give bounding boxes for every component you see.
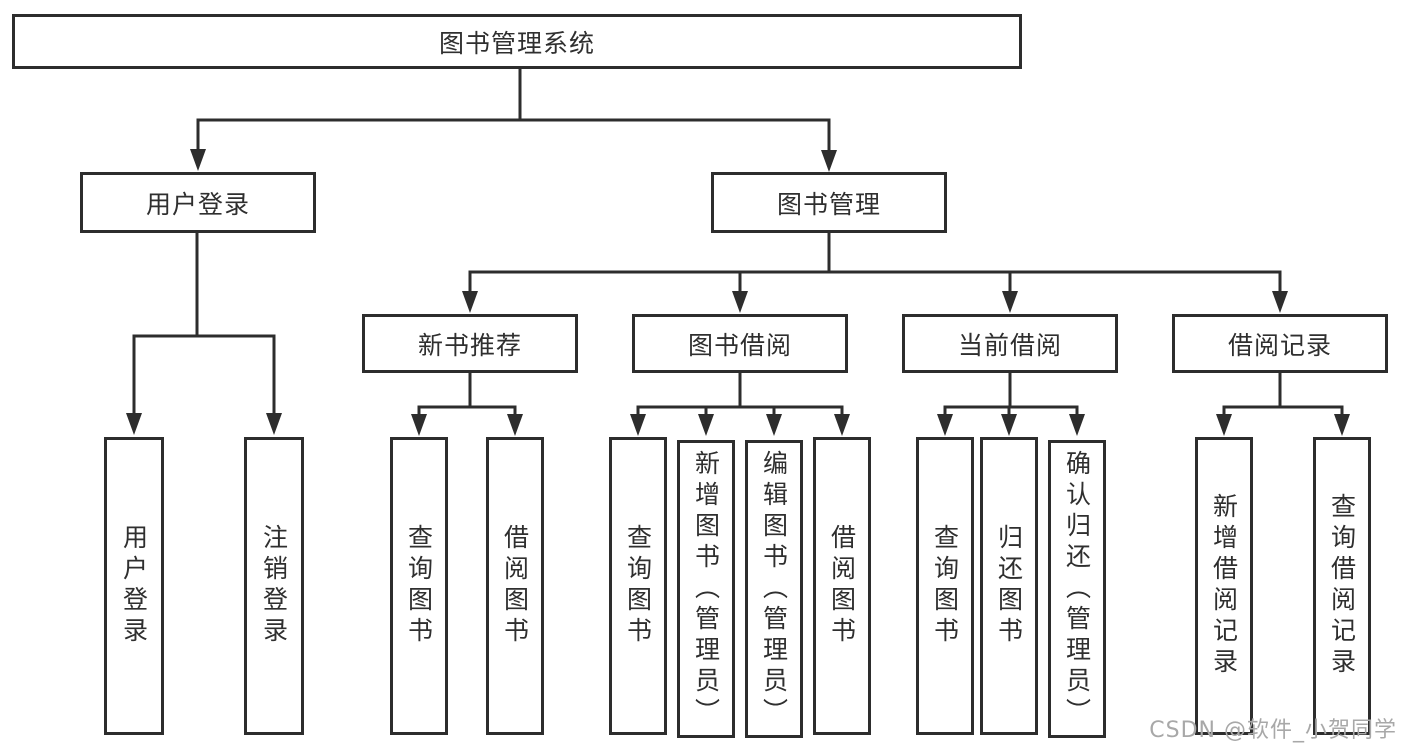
leaf-return-books: 归还图书 [980,437,1038,735]
leaf-edit-books-admin: 编辑图书（管理员） [745,440,803,738]
leaf-add-borrow-record: 新增借阅记录 [1195,437,1253,735]
leaf-logout-login: 注销登录 [244,437,304,735]
node-label: 图书管理 [776,189,881,219]
node-new-book-recommendation: 新书推荐 [362,314,578,373]
node-label: 用户登录 [145,189,250,219]
node-label: 借阅图书 [500,524,530,648]
arrowhead-icons [126,149,1350,436]
node-label: 确认归还（管理员） [1062,449,1092,729]
node-current-borrowing: 当前借阅 [902,314,1118,373]
leaf-query-books-recommend: 查询图书 [390,437,448,735]
leaf-query-books-current: 查询图书 [916,437,974,735]
node-book-borrowing: 图书借阅 [632,314,848,373]
node-label: 借阅图书 [827,524,857,648]
leaf-borrow-books-borrowing: 借阅图书 [813,437,871,735]
leaf-user-login: 用户登录 [104,437,164,735]
leaf-query-borrow-record: 查询借阅记录 [1313,437,1371,735]
node-label: 图书管理系统 [438,28,595,58]
node-label: 新书推荐 [417,330,522,360]
leaf-query-books-borrowing: 查询图书 [609,437,667,735]
node-label: 查询借阅记录 [1327,493,1357,679]
node-label: 归还图书 [994,524,1024,648]
leaf-confirm-return-admin: 确认归还（管理员） [1048,440,1106,738]
node-label: 编辑图书（管理员） [759,449,789,729]
node-label: 新增借阅记录 [1209,493,1239,679]
node-label: 新增图书（管理员） [691,449,721,729]
watermark-text: CSDN @软件_小贺同学 [1149,718,1397,743]
node-label: 注销登录 [259,524,289,648]
node-user-login: 用户登录 [80,172,316,233]
node-label: 用户登录 [119,524,149,648]
leaf-add-books-admin: 新增图书（管理员） [677,440,735,738]
node-borrowing-records: 借阅记录 [1172,314,1388,373]
node-book-management: 图书管理 [711,172,947,233]
node-label: 查询图书 [930,524,960,648]
node-label: 图书借阅 [687,330,792,360]
node-label: 查询图书 [623,524,653,648]
node-label: 查询图书 [404,524,434,648]
leaf-borrow-books-recommend: 借阅图书 [486,437,544,735]
node-library-management-system: 图书管理系统 [12,14,1022,69]
node-label: 借阅记录 [1227,330,1332,360]
node-label: 当前借阅 [957,330,1062,360]
